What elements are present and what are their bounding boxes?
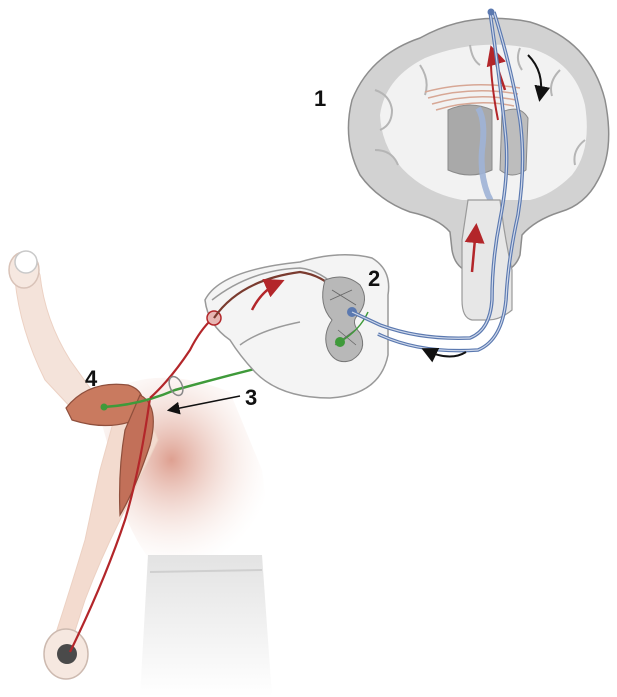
neuromuscular-junction <box>101 404 108 411</box>
brain-section <box>348 18 608 320</box>
spinal-cord-section <box>205 255 389 398</box>
label-1: 1 <box>314 86 326 111</box>
label-2: 2 <box>368 266 380 291</box>
lower-hand <box>44 629 88 679</box>
label-3: 3 <box>245 385 257 410</box>
pants <box>140 555 272 697</box>
ball-raised <box>15 251 37 273</box>
upper-motor-neuron <box>488 9 495 16</box>
ball-lower <box>57 644 77 664</box>
vertebra-outline <box>205 255 389 398</box>
label-4: 4 <box>85 366 98 391</box>
raised-hand <box>9 251 39 288</box>
